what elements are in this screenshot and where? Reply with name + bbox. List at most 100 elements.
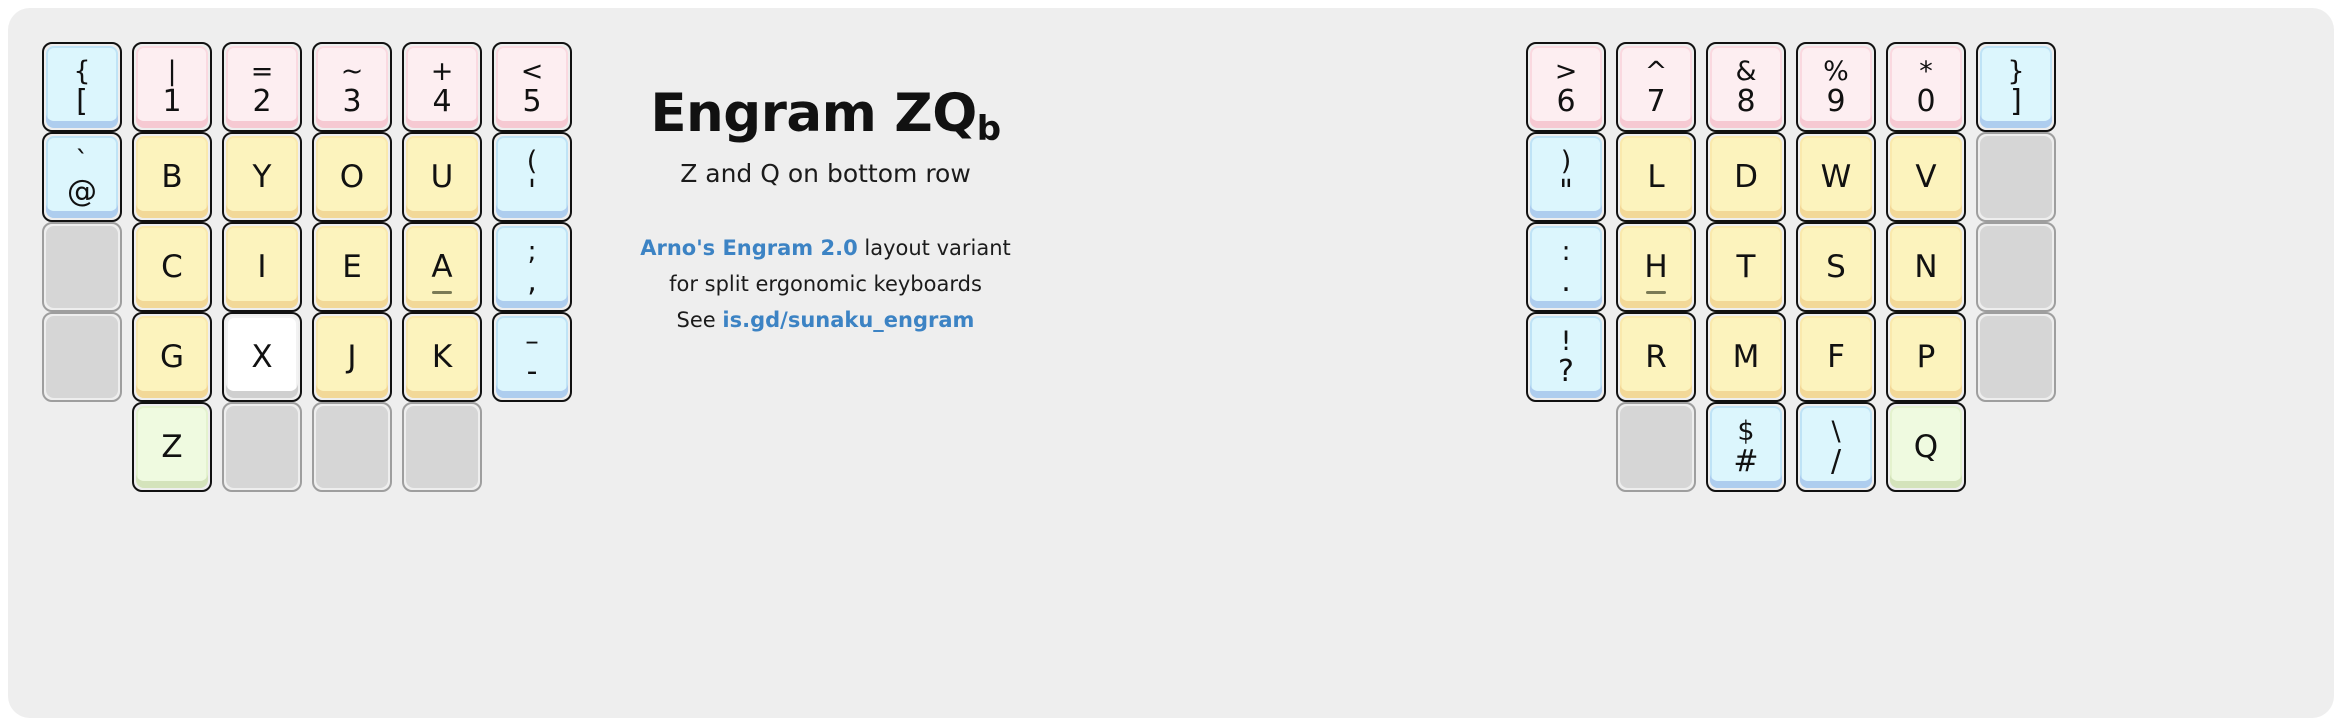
key-legend-dual: ~3 [314, 44, 390, 130]
key-legend: H [1644, 248, 1668, 285]
key-blank [42, 222, 122, 312]
homing-bar-icon [432, 291, 452, 294]
key-letter-u[interactable]: U [402, 132, 482, 222]
key-legend-dual: >6 [1528, 44, 1604, 130]
key-digit-5[interactable]: <5 [492, 42, 572, 132]
key-legend-dual: ^7 [1618, 44, 1694, 130]
description-line-1-rest: layout variant [857, 235, 1011, 260]
key-cap [46, 46, 118, 128]
key-letter-g[interactable]: G [132, 312, 212, 402]
key-cap [1620, 136, 1692, 218]
key-legend-dual: {[ [44, 44, 120, 130]
key-letter-q[interactable]: Q [1886, 402, 1966, 492]
key-letter-b[interactable]: B [132, 132, 212, 222]
sunaku-engram-link[interactable]: is.gd/sunaku_engram [722, 307, 975, 332]
key-legend-dual: \/ [1798, 404, 1874, 490]
key-legend-base: 0 [1916, 84, 1936, 119]
key-legend-shifted: ( [526, 146, 538, 177]
key-letter-w[interactable]: W [1796, 132, 1876, 222]
key-letter-p[interactable]: P [1886, 312, 1966, 402]
key-letter-r[interactable]: R [1616, 312, 1696, 402]
key-legend-shifted: | [167, 56, 177, 87]
key-legend-shifted: ! [1560, 326, 1572, 357]
key-underscore-hyphen[interactable]: –- [492, 312, 572, 402]
key-cap [1530, 46, 1602, 128]
key-letter-m[interactable]: M [1706, 312, 1786, 402]
description-line-3: See is.gd/sunaku_engram [593, 302, 1058, 338]
key-letter-e[interactable]: E [312, 222, 392, 312]
key-letter-c[interactable]: C [132, 222, 212, 312]
key-letter-o[interactable]: O [312, 132, 392, 222]
key-letter-h[interactable]: H [1616, 222, 1696, 312]
key-letter-i[interactable]: I [222, 222, 302, 312]
key-digit-1[interactable]: |1 [132, 42, 212, 132]
key-semicolon-comma[interactable]: ;, [492, 222, 572, 312]
key-cap [1710, 46, 1782, 128]
key-digit-7[interactable]: ^7 [1616, 42, 1696, 132]
key-backslash-slash[interactable]: \/ [1796, 402, 1876, 492]
key-cap [1710, 406, 1782, 488]
key-letter-s[interactable]: S [1796, 222, 1876, 312]
title-subscript: b [976, 109, 1001, 149]
key-digit-9[interactable]: %9 [1796, 42, 1876, 132]
key-letter-n[interactable]: N [1886, 222, 1966, 312]
key-digit-2[interactable]: =2 [222, 42, 302, 132]
key-paren-left-quote[interactable]: (' [492, 132, 572, 222]
key-dollar-hash[interactable]: $# [1706, 402, 1786, 492]
key-letter-a[interactable]: A [402, 222, 482, 312]
key-letter-j[interactable]: J [312, 312, 392, 402]
key-cap [496, 226, 568, 308]
key-legend-shifted: ) [1560, 146, 1572, 177]
key-legend-base: 4 [432, 84, 452, 119]
key-cap [1530, 226, 1602, 308]
key-digit-4[interactable]: +4 [402, 42, 482, 132]
key-cap [1890, 46, 1962, 128]
key-legend: W [1820, 158, 1852, 195]
key-cap [136, 46, 208, 128]
key-letter-k[interactable]: K [402, 312, 482, 402]
key-letter-l[interactable]: L [1616, 132, 1696, 222]
key-letter-x[interactable]: X [222, 312, 302, 402]
key-cap [316, 46, 388, 128]
key-cap [406, 406, 478, 488]
key-cap [46, 226, 118, 308]
key-cap [1620, 46, 1692, 128]
key-legend-dual: –- [494, 314, 570, 400]
key-bracket-right[interactable]: }] [1976, 42, 2056, 132]
key-cap [46, 316, 118, 398]
key-legend-base: 8 [1736, 84, 1756, 119]
key-legend-base: / [1830, 444, 1842, 479]
key-legend-shifted: } [2007, 56, 2025, 87]
key-exclaim-question[interactable]: !? [1526, 312, 1606, 402]
key-cap [1890, 226, 1962, 308]
key-cap [316, 136, 388, 218]
see-label: See [676, 307, 723, 332]
key-cap [226, 46, 298, 128]
key-letter-d[interactable]: D [1706, 132, 1786, 222]
centre-info-block: Engram ZQb Z and Q on bottom row Arno's … [593, 86, 1058, 338]
key-letter-z[interactable]: Z [132, 402, 212, 492]
key-blank [1976, 312, 2056, 402]
engram-link[interactable]: Arno's Engram 2.0 [640, 235, 858, 260]
key-digit-8[interactable]: &8 [1706, 42, 1786, 132]
key-digit-3[interactable]: ~3 [312, 42, 392, 132]
key-digit-6[interactable]: >6 [1526, 42, 1606, 132]
key-legend-dual: (' [494, 134, 570, 220]
key-legend-shifted: $ [1737, 416, 1755, 447]
key-cap [496, 46, 568, 128]
key-letter-f[interactable]: F [1796, 312, 1876, 402]
key-letter-t[interactable]: T [1706, 222, 1786, 312]
key-letter-v[interactable]: V [1886, 132, 1966, 222]
key-legend: A [431, 248, 453, 285]
key-legend-base: - [526, 354, 538, 389]
key-cap [46, 136, 118, 218]
key-cap [406, 46, 478, 128]
key-paren-right-dquote[interactable]: )" [1526, 132, 1606, 222]
key-grave-at[interactable]: `@ [42, 132, 122, 222]
key-digit-0[interactable]: *0 [1886, 42, 1966, 132]
key-legend-base: 3 [342, 84, 362, 119]
key-letter-y[interactable]: Y [222, 132, 302, 222]
key-colon-period[interactable]: :. [1526, 222, 1606, 312]
key-cap [1800, 46, 1872, 128]
key-bracket-left[interactable]: {[ [42, 42, 122, 132]
